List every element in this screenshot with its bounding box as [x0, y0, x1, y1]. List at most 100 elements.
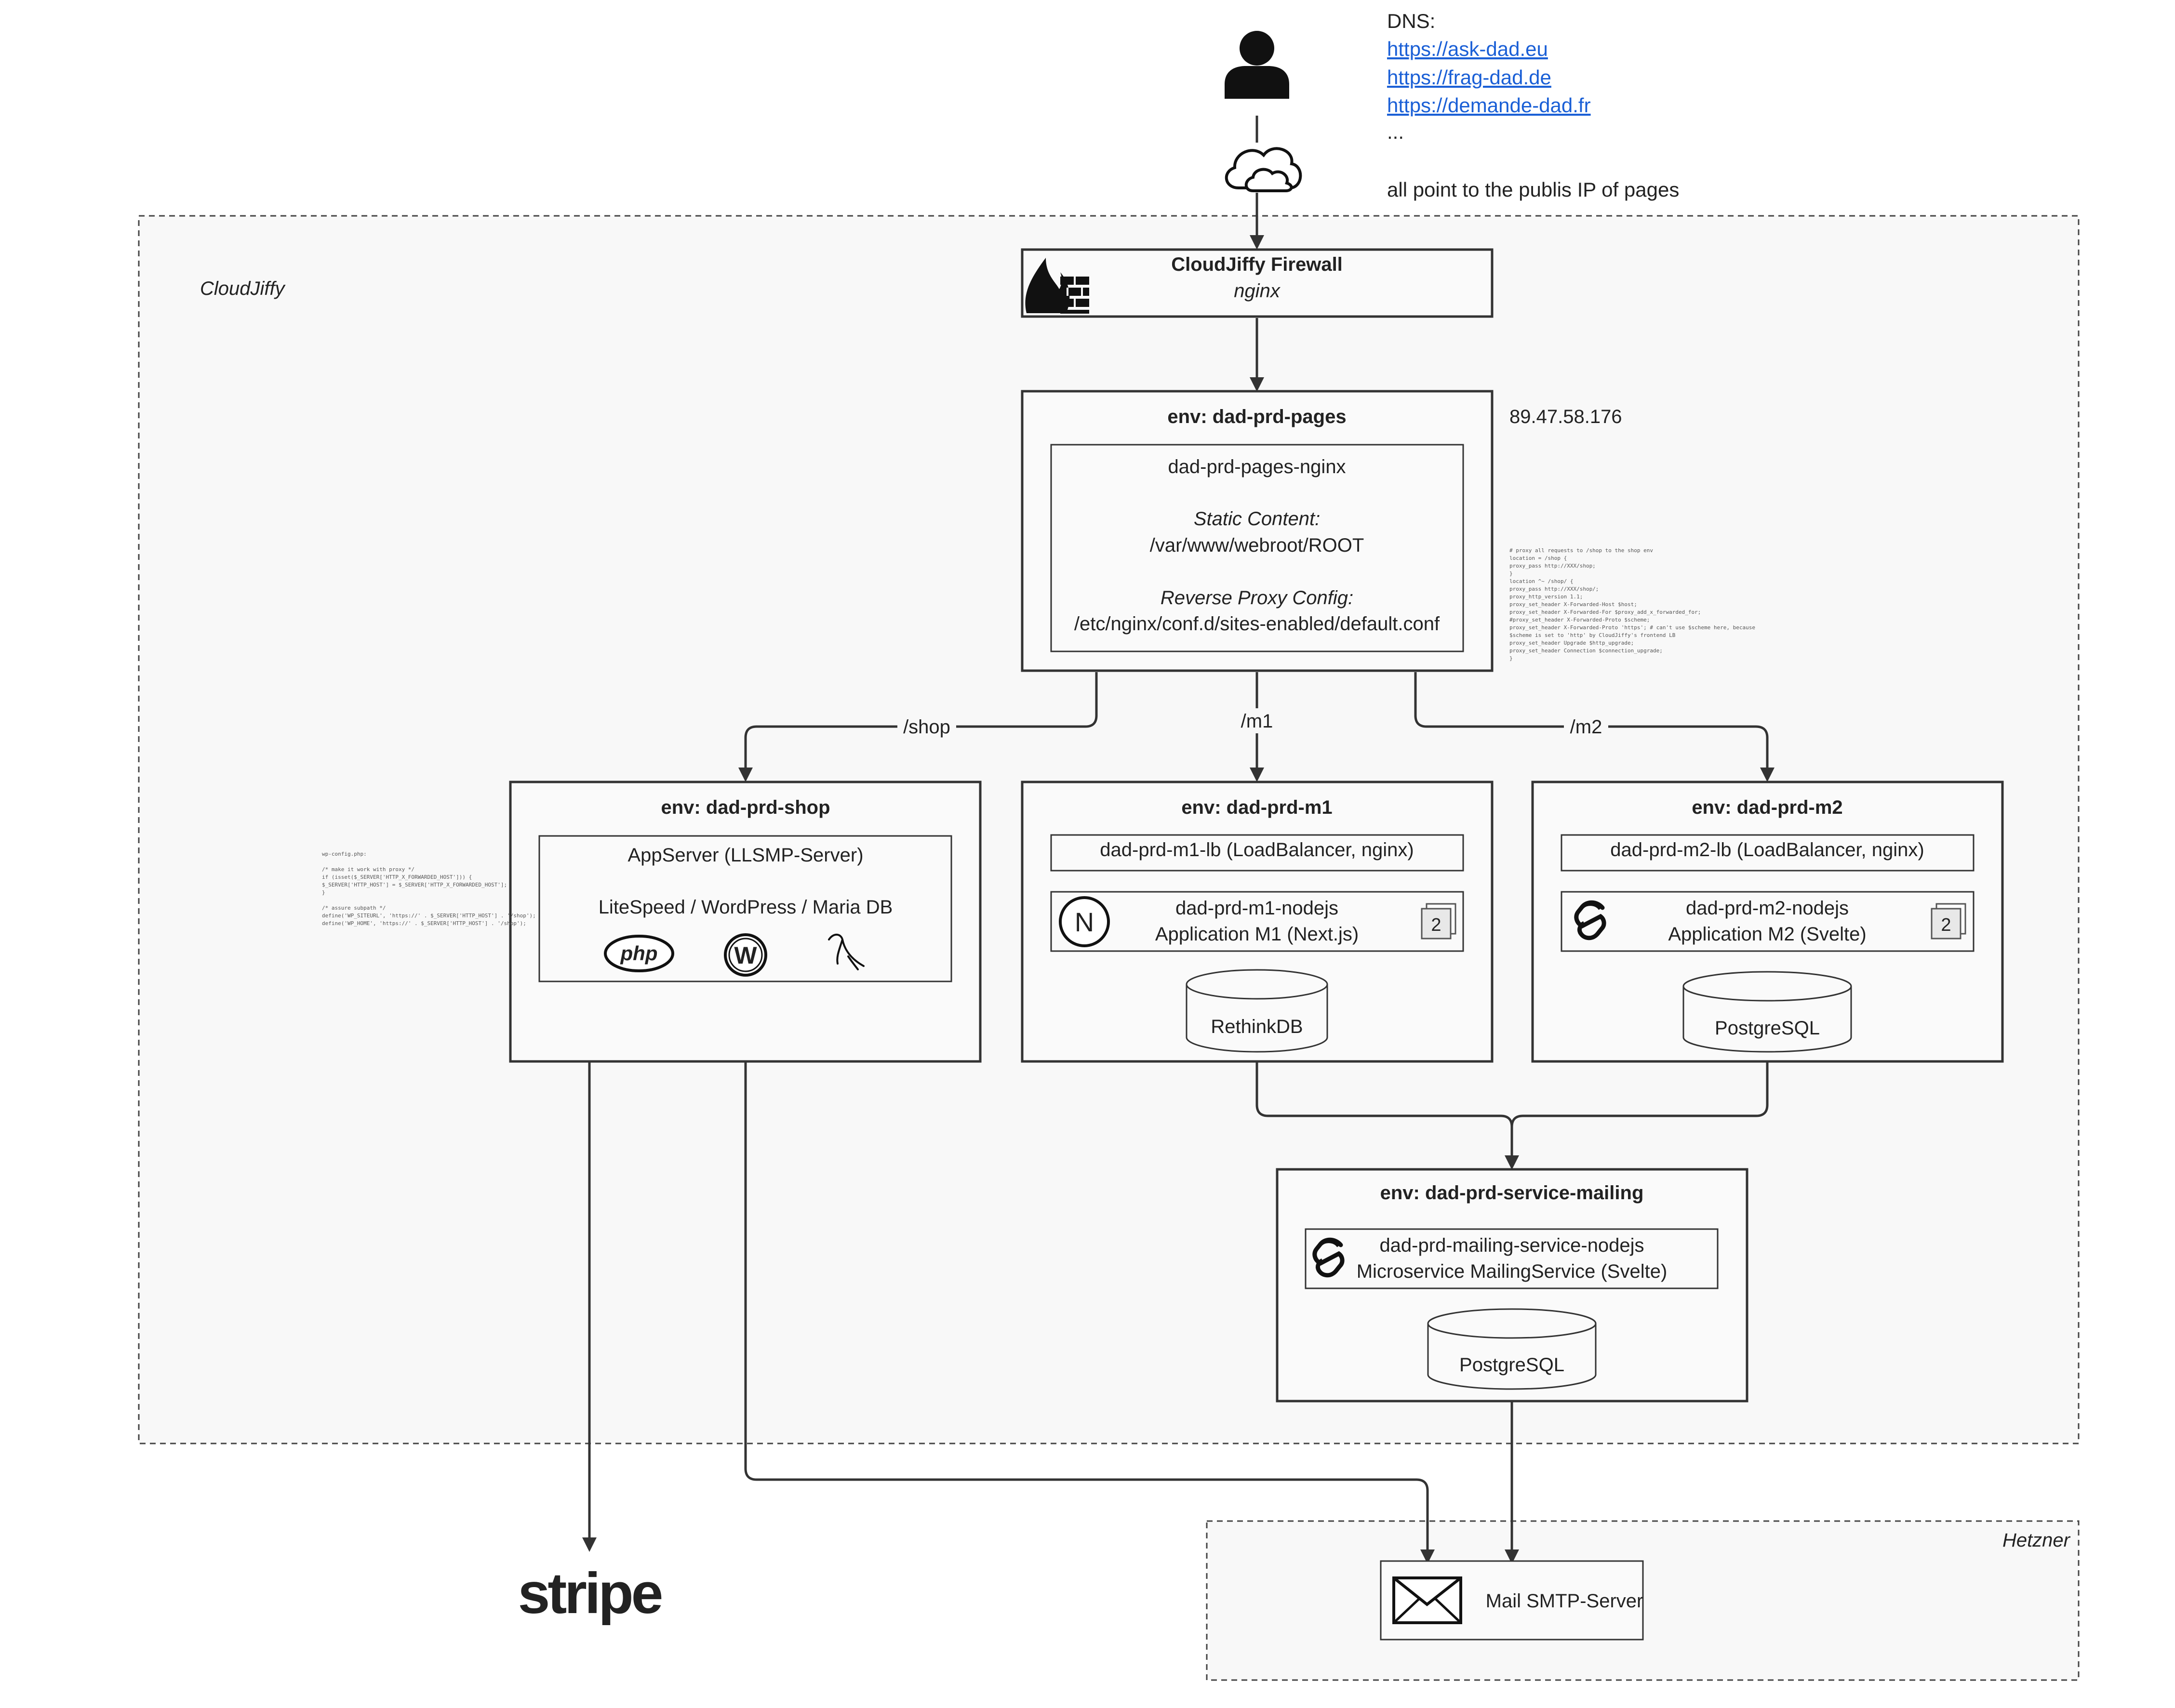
m1-replica-badge: 2 [1421, 903, 1456, 940]
m1-rethinkdb-cylinder: RethinkDB [1186, 969, 1328, 1053]
svg-text:W: W [734, 942, 757, 969]
proxy-config-note-line: } [1509, 655, 1513, 662]
svg-text:2: 2 [1431, 915, 1441, 935]
nextjs-icon: N [1059, 896, 1110, 947]
m2-node-name: dad-prd-m2-nodejs [1686, 898, 1849, 919]
route-shop-label: /shop [903, 716, 950, 738]
wp-config-note-line: $_SERVER['HTTP_HOST'] = $_SERVER['HTTP_X… [322, 882, 507, 888]
route-labels: /shop /m1 /m2 [897, 708, 1608, 739]
internet-cloud-icon [1225, 147, 1302, 192]
user-icon [1225, 31, 1289, 99]
svg-text:php: php [620, 942, 658, 965]
edge-shop-smtp [744, 1062, 1435, 1564]
m1-node-app: Application M1 (Next.js) [1155, 924, 1359, 945]
connections [582, 116, 1775, 1564]
env-pages-title: env: dad-prd-pages [1167, 406, 1346, 427]
env-m2: env: dad-prd-m2 dad-prd-m2-lb (LoadBalan… [1531, 781, 2004, 1063]
proxy-config-note-line: proxy_set_header X-Forwarded-Host $host; [1509, 601, 1637, 608]
env-mailing: env: dad-prd-service-mailing dad-prd-mai… [1276, 1168, 1748, 1403]
mailing-node-name: dad-prd-mailing-service-nodejs [1379, 1235, 1644, 1256]
m1-node-name: dad-prd-m1-nodejs [1175, 898, 1338, 919]
m1-db-label: RethinkDB [1211, 1016, 1303, 1037]
dns-link-demande-dad[interactable]: https://demande-dad.fr [1387, 94, 1591, 117]
hetzner-zone: Hetzner [1206, 1520, 2080, 1681]
proxy-config-note-line: proxy_pass http://XXX/shop; [1509, 563, 1596, 569]
env-shop-title: env: dad-prd-shop [661, 797, 830, 818]
cloudjiffy-zone-label: CloudJiffy [200, 278, 286, 299]
route-m2-label: /m2 [1570, 716, 1602, 738]
shop-appserver-label: AppServer (LLSMP-Server) [627, 845, 863, 866]
mailing-nodejs-node [1305, 1228, 1719, 1289]
firewall-subtitle: nginx [1234, 280, 1281, 302]
dns-ellipsis: ... [1387, 120, 1404, 143]
wp-config-note-line: define('WP_SITEURL', 'https://' . $_SERV… [322, 913, 536, 919]
m2-db-label: PostgreSQL [1715, 1018, 1820, 1039]
m1-loadbalancer-node [1050, 834, 1464, 872]
env-mailing-title: env: dad-prd-service-mailing [1380, 1182, 1644, 1204]
wp-config-note-line: /* assure subpath */ [322, 905, 386, 911]
pages-proxy-path: /etc/nginx/conf.d/sites-enabled/default.… [1074, 613, 1440, 635]
wp-config-note-line: } [322, 889, 325, 896]
proxy-config-note-line: proxy_set_header Upgrade $http_upgrade; [1509, 640, 1634, 646]
env-m1-title: env: dad-prd-m1 [1181, 797, 1332, 818]
smtp-server-box: Mail SMTP-Server [1380, 1560, 1644, 1641]
wp-config-note-line: if (isset($_SERVER['HTTP_X_FORWARDED_HOS… [322, 874, 472, 880]
shop-stack-label: LiteSpeed / WordPress / Maria DB [599, 897, 893, 918]
dns-link-frag-dad[interactable]: https://frag-dad.de [1387, 66, 1551, 89]
stripe-logo: stripe [518, 1561, 662, 1626]
m1-lb-label: dad-prd-m1-lb (LoadBalancer, nginx) [1100, 839, 1414, 861]
m2-lb-label: dad-prd-m2-lb (LoadBalancer, nginx) [1610, 839, 1924, 861]
firewall-title: CloudJiffy Firewall [1171, 254, 1343, 275]
wordpress-icon: W [724, 933, 767, 977]
dns-note: DNS: https://ask-dad.eu https://frag-dad… [1387, 10, 1679, 201]
pages-nginx-node [1050, 444, 1464, 652]
route-m1-label: /m1 [1241, 711, 1273, 732]
svg-text:2: 2 [1941, 915, 1951, 935]
mariadb-seal-icon [828, 933, 865, 970]
pages-static-label: Static Content: [1194, 508, 1320, 530]
env-m1: env: dad-prd-m1 dad-prd-m1-lb (LoadBalan… [1021, 781, 1494, 1063]
hetzner-zone-label: Hetzner [2002, 1530, 2071, 1551]
m2-nodejs-node [1561, 891, 1975, 952]
proxy-config-note-line: #proxy_set_header X-Forwarded-Proto $sch… [1509, 617, 1650, 623]
dns-label: DNS: [1387, 10, 1435, 32]
mailing-postgresql-cylinder: PostgreSQL [1427, 1308, 1597, 1390]
firewall-icon [1025, 258, 1089, 314]
mailing-node-app: Microservice MailingService (Svelte) [1357, 1261, 1668, 1282]
proxy-config-note-line: proxy_pass http://XXX/shop/; [1509, 586, 1599, 592]
proxy-config-note-line: $scheme is set to 'http' by CloudJiffy's… [1509, 632, 1676, 638]
pages-static-path: /var/www/webroot/ROOT [1150, 535, 1364, 556]
m1-nodejs-node [1050, 891, 1464, 952]
smtp-label: Mail SMTP-Server [1486, 1590, 1643, 1612]
proxy-config-note-line: proxy_http_version 1.1; [1509, 594, 1583, 600]
proxy-config-note-line: location = /shop { [1509, 555, 1567, 561]
m2-replica-badge: 2 [1931, 903, 1966, 940]
proxy-config-note-line: location ^~ /shop/ { [1509, 578, 1573, 584]
dns-note-text: all point to the publis IP of pages [1387, 178, 1679, 201]
m2-loadbalancer-node [1561, 834, 1975, 872]
proxy-config-note-line: proxy_set_header X-Forwarded-Proto 'http… [1509, 624, 1755, 631]
php-icon: php [604, 935, 674, 972]
env-pages: env: dad-prd-pages dad-prd-pages-nginx S… [1021, 390, 1494, 672]
wp-config-note-line: define('WP_HOME', 'https://' . $_SERVER[… [322, 920, 526, 927]
pages-ip-address: 89.47.58.176 [1509, 406, 1622, 427]
proxy-config-note: # proxy all requests to /shop to the sho… [1509, 547, 1755, 662]
dns-link-ask-dad[interactable]: https://ask-dad.eu [1387, 38, 1548, 60]
m2-postgresql-cylinder: PostgreSQL [1682, 971, 1852, 1053]
pages-proxy-label: Reverse Proxy Config: [1161, 587, 1353, 609]
wp-config-note-line: /* make it work with proxy */ [322, 866, 414, 873]
svg-text:N: N [1075, 907, 1094, 937]
mailing-db-label: PostgreSQL [1459, 1354, 1564, 1376]
proxy-config-note-line: proxy_set_header X-Forwarded-For $proxy_… [1509, 609, 1701, 615]
proxy-config-note-line: } [1509, 570, 1513, 577]
proxy-config-note-line: # proxy all requests to /shop to the sho… [1509, 547, 1653, 554]
pages-nginx-label: dad-prd-pages-nginx [1168, 456, 1346, 477]
wp-config-note: wp-config.php: /* make it work with proxy… [322, 851, 536, 927]
edge-m2-mailing [1510, 1062, 1769, 1127]
wp-config-note-line: wp-config.php: [322, 851, 367, 857]
env-m2-title: env: dad-prd-m2 [1692, 797, 1842, 818]
m2-node-app: Application M2 (Svelte) [1668, 924, 1866, 945]
firewall-box: CloudJiffy Firewall nginx [1021, 248, 1494, 318]
mail-envelope-icon [1392, 1576, 1462, 1624]
